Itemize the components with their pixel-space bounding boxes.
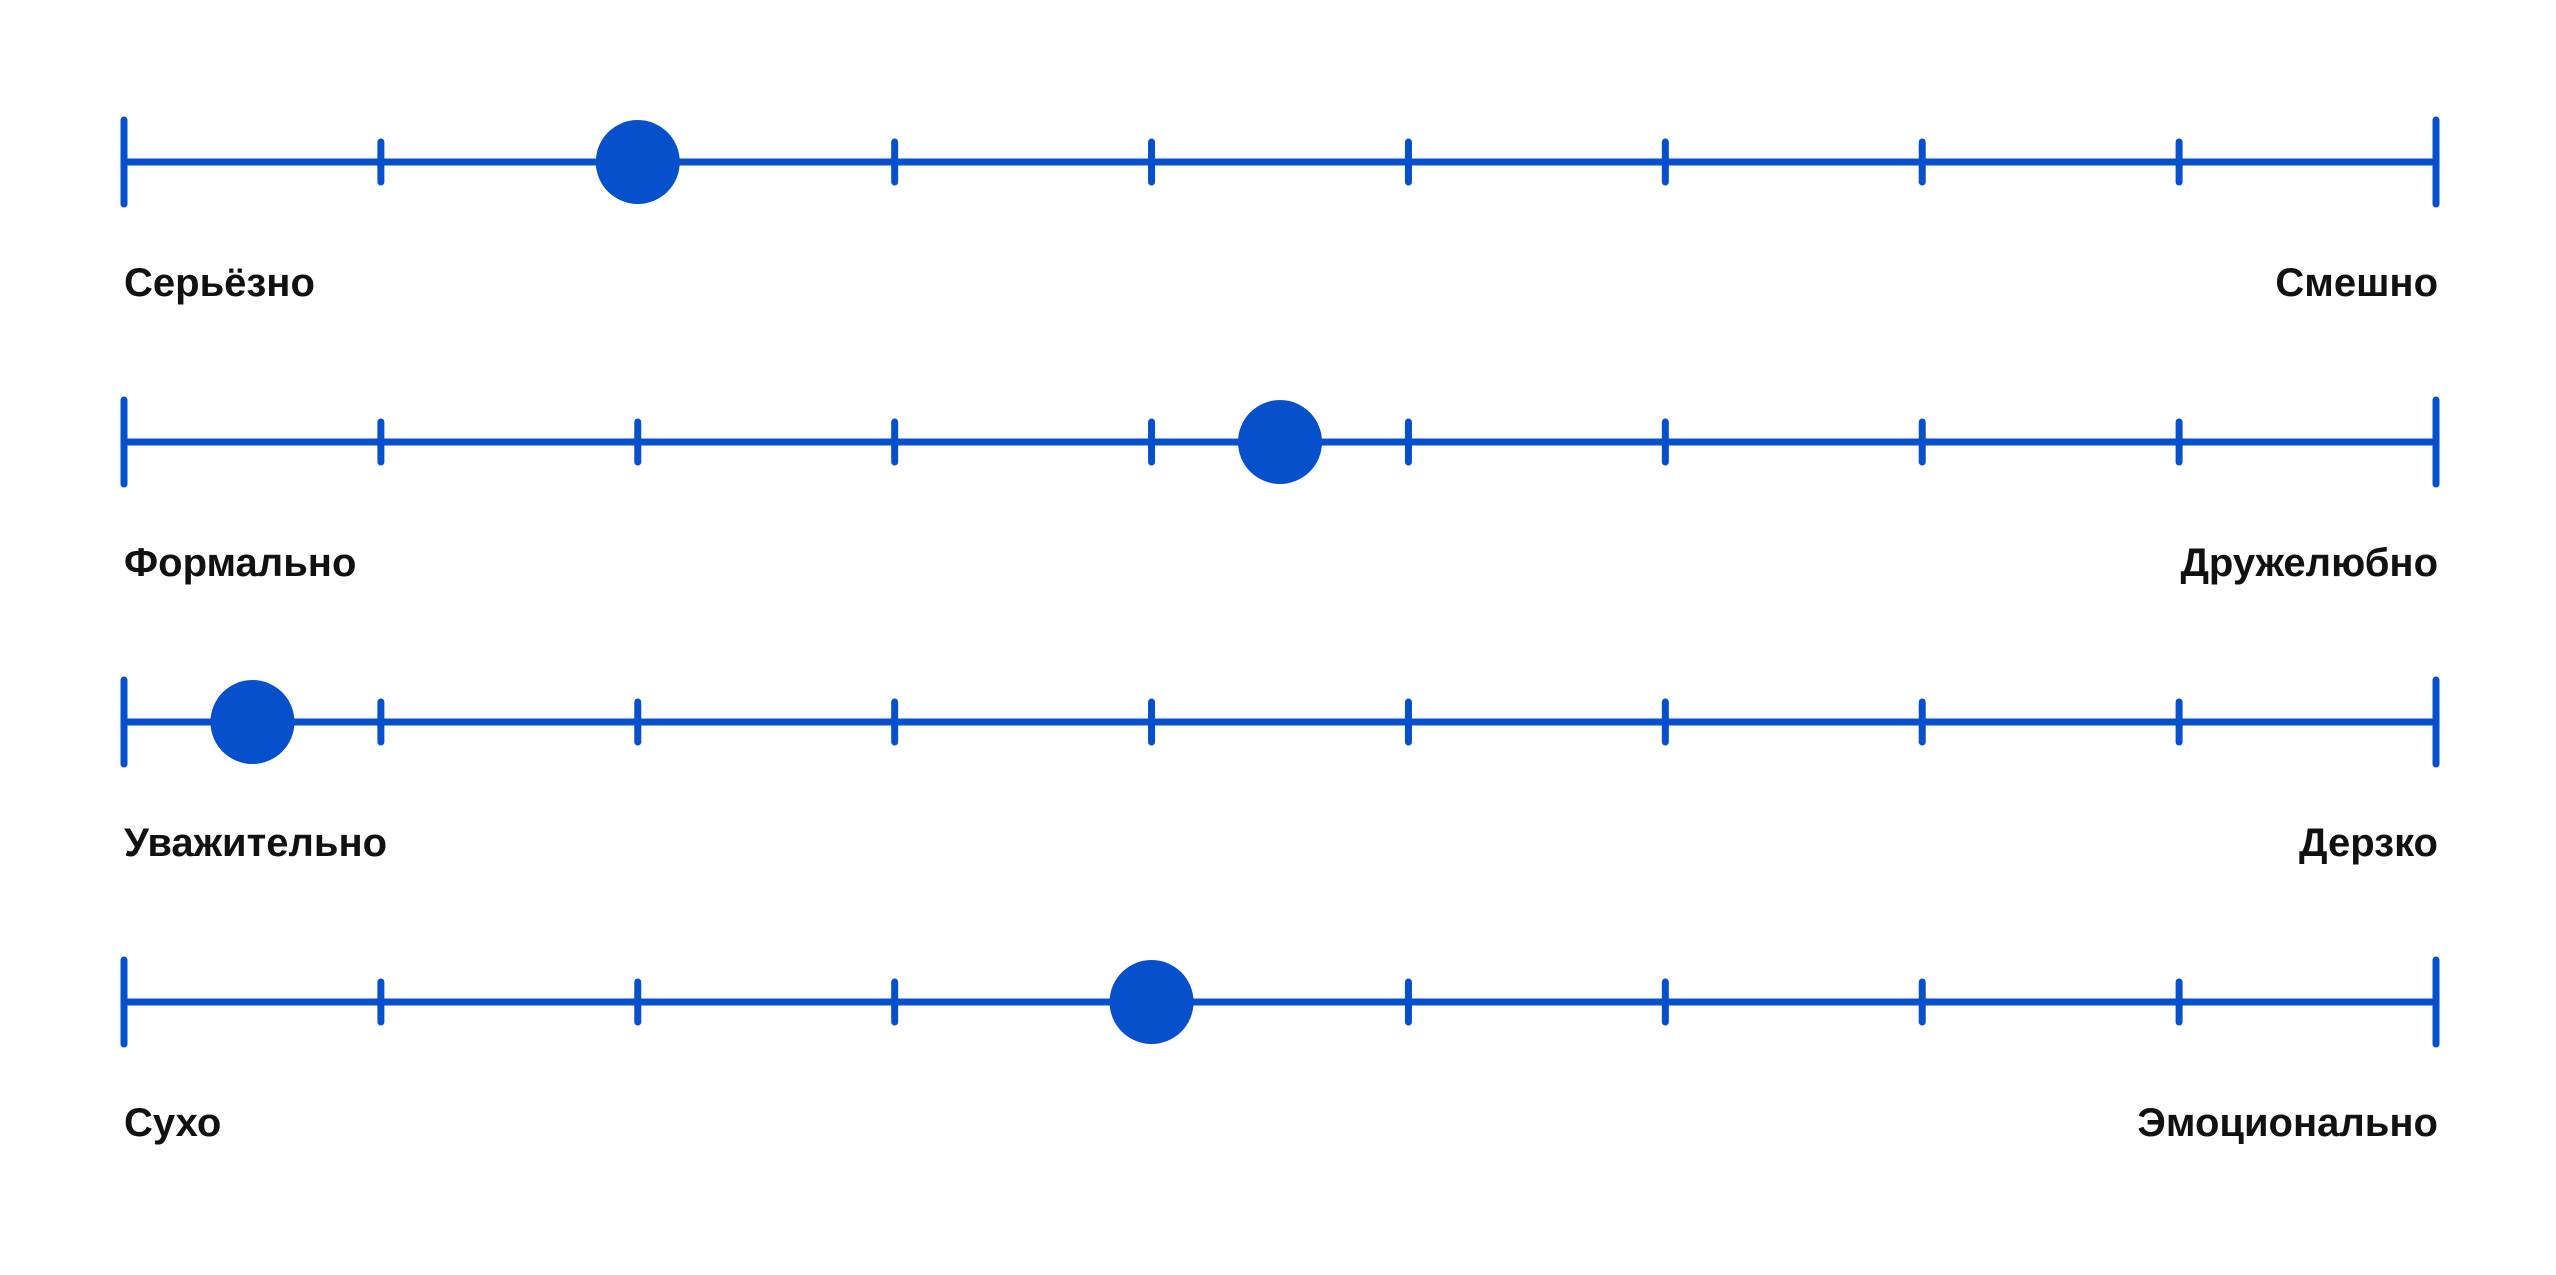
scale-knob[interactable] bbox=[1109, 960, 1194, 1044]
scale-right-label: Дерзко bbox=[2299, 821, 2438, 865]
scale-row-2: Уважительно Дерзко bbox=[120, 676, 2440, 865]
scale-knob[interactable] bbox=[595, 120, 680, 204]
scale-right-label: Смешно bbox=[2275, 261, 2438, 305]
scale-knob[interactable] bbox=[210, 680, 295, 764]
scale-left-label: Формально bbox=[124, 541, 356, 585]
scale-left-label: Уважительно bbox=[124, 821, 387, 865]
scale-knob[interactable] bbox=[1238, 400, 1322, 484]
scale-row-1: Формально Дружелюбно bbox=[120, 396, 2440, 585]
scale-right-label: Эмоционально bbox=[2137, 1101, 2438, 1145]
scale-left-label: Серьёзно bbox=[124, 261, 315, 305]
scale-row-0: Серьёзно Смешно bbox=[120, 116, 2440, 305]
scale-row-3: Сухо Эмоционально bbox=[120, 956, 2440, 1145]
scale-left-label: Сухо bbox=[124, 1101, 221, 1145]
scale-right-label: Дружелюбно bbox=[2180, 541, 2438, 585]
